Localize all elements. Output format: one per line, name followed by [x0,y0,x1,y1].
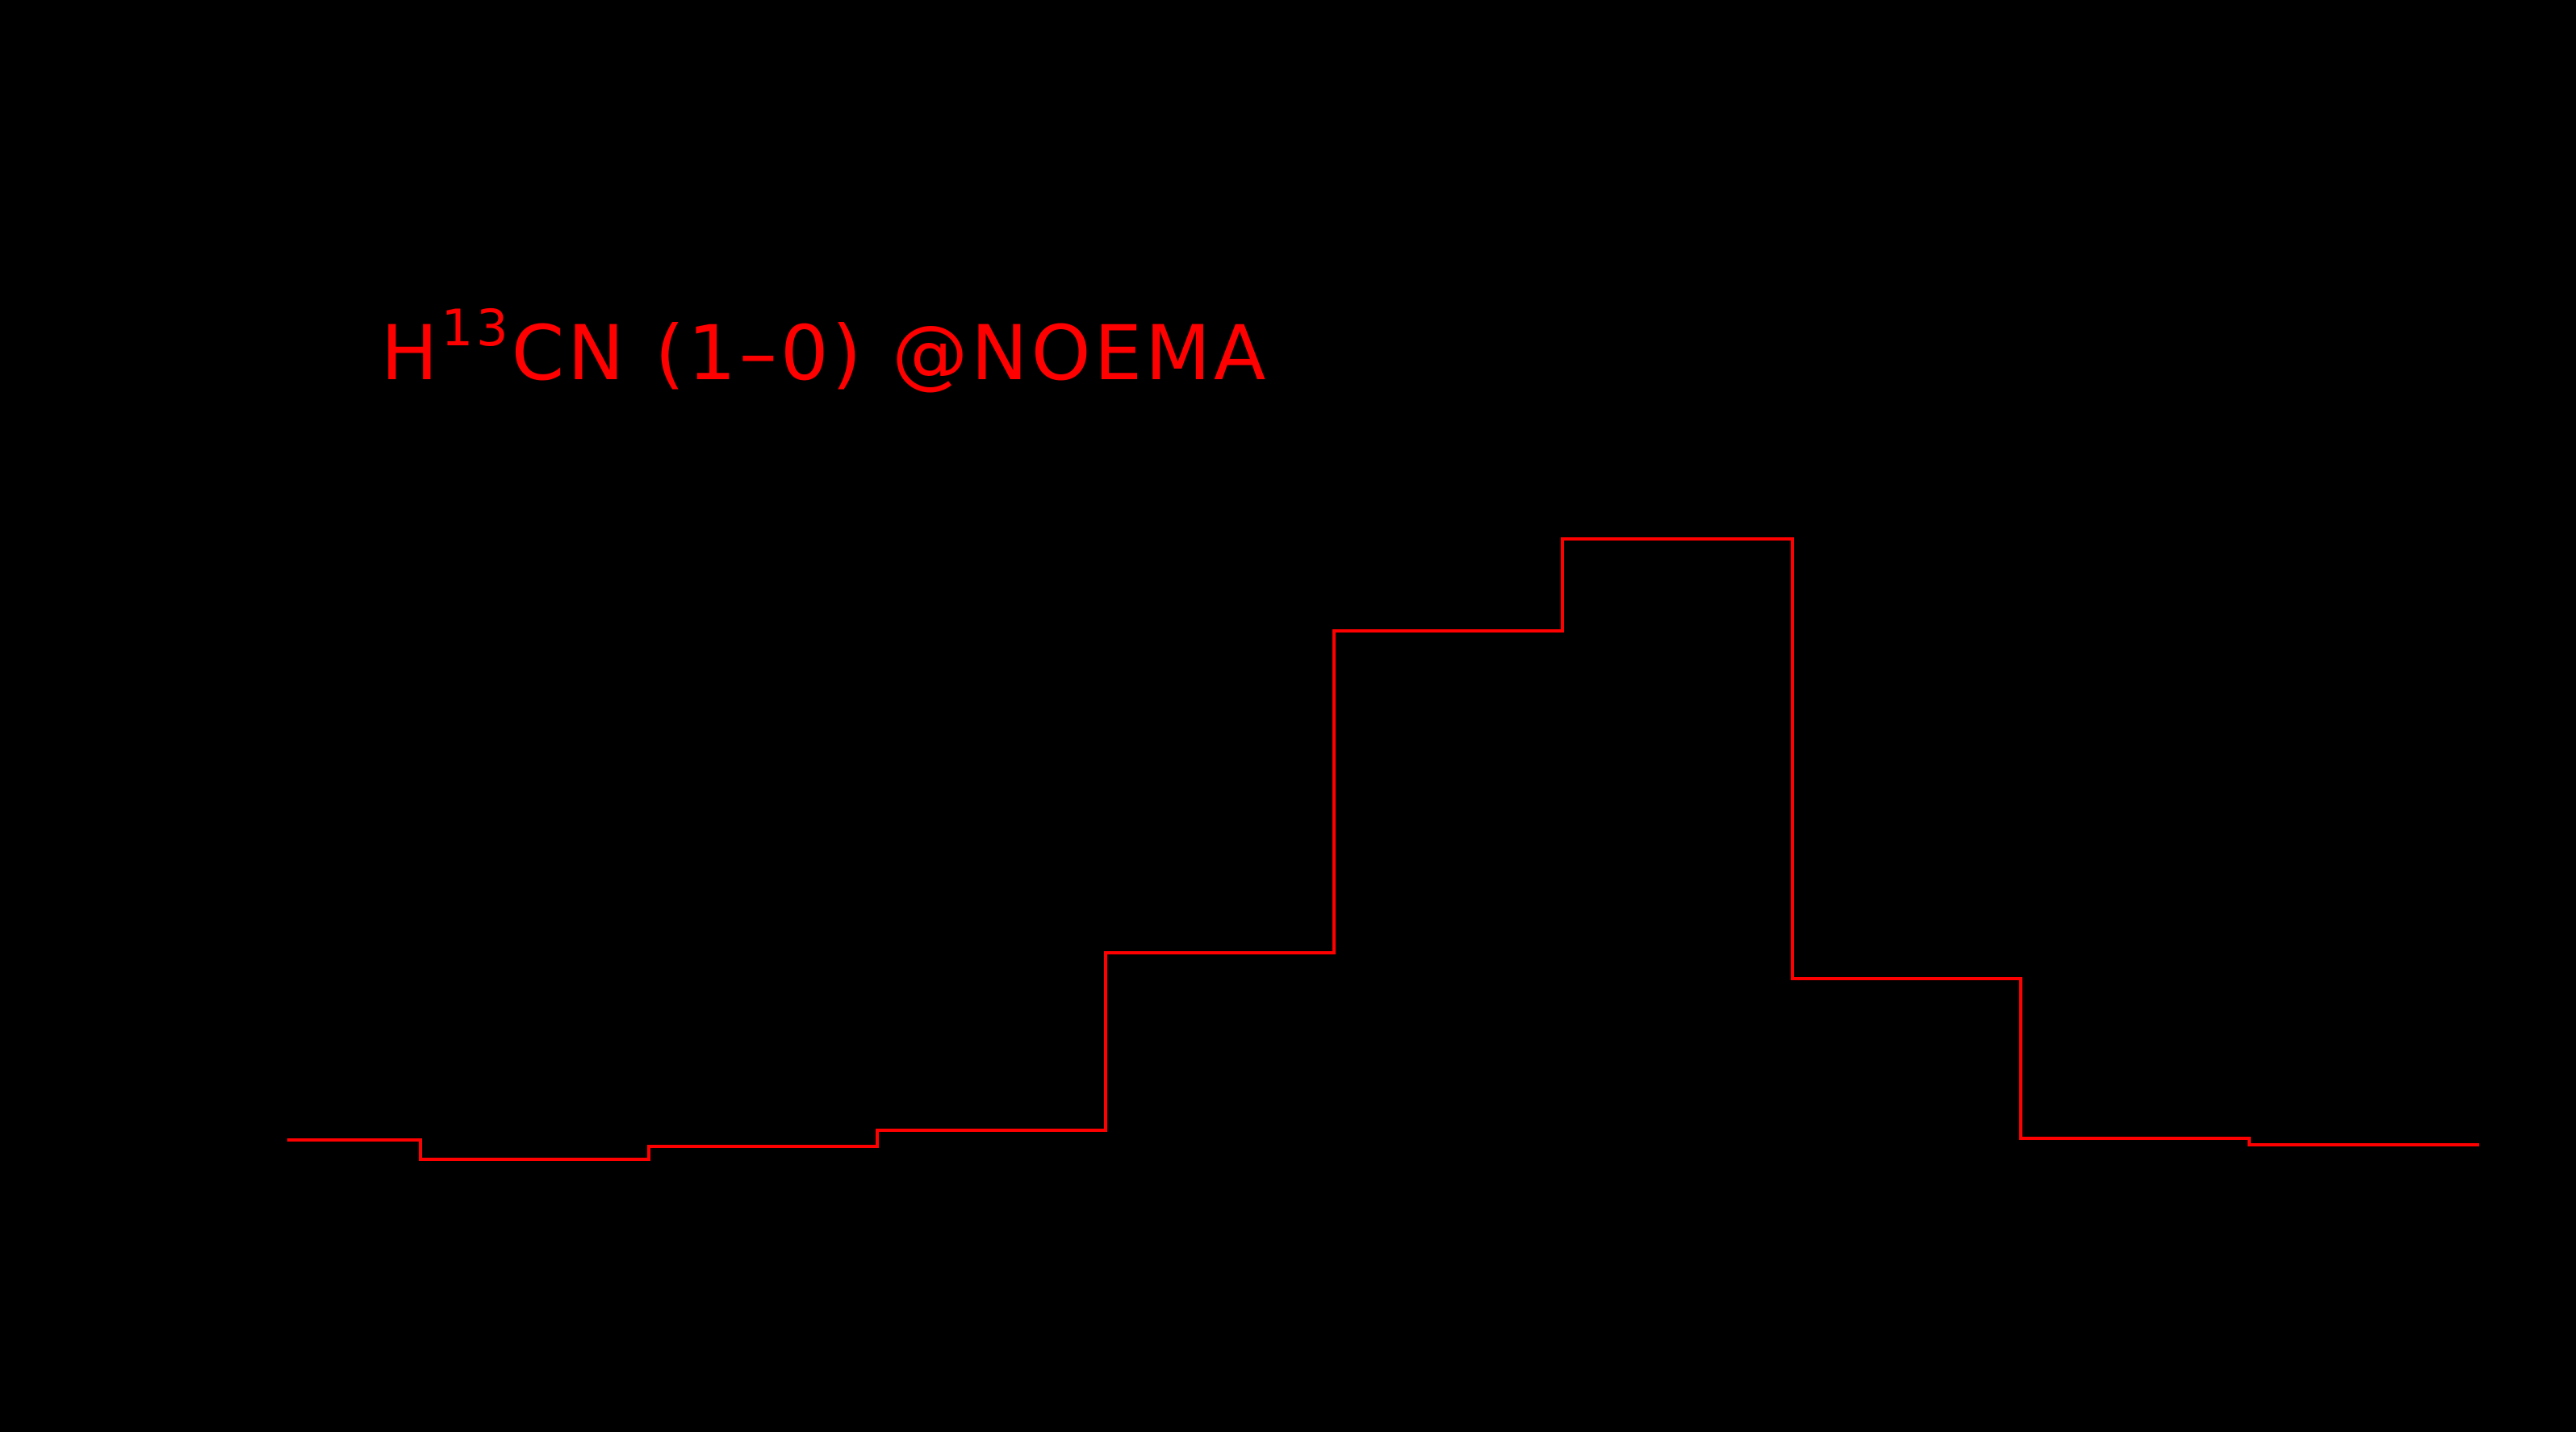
spectrum-step-line [287,537,2479,1161]
chart-title: H13CN (1–0) @NOEMA [381,303,1269,392]
title-suffix: CN (1–0) @NOEMA [511,310,1269,398]
title-prefix: H [381,310,441,398]
title-isotope-superscript: 13 [441,298,512,357]
